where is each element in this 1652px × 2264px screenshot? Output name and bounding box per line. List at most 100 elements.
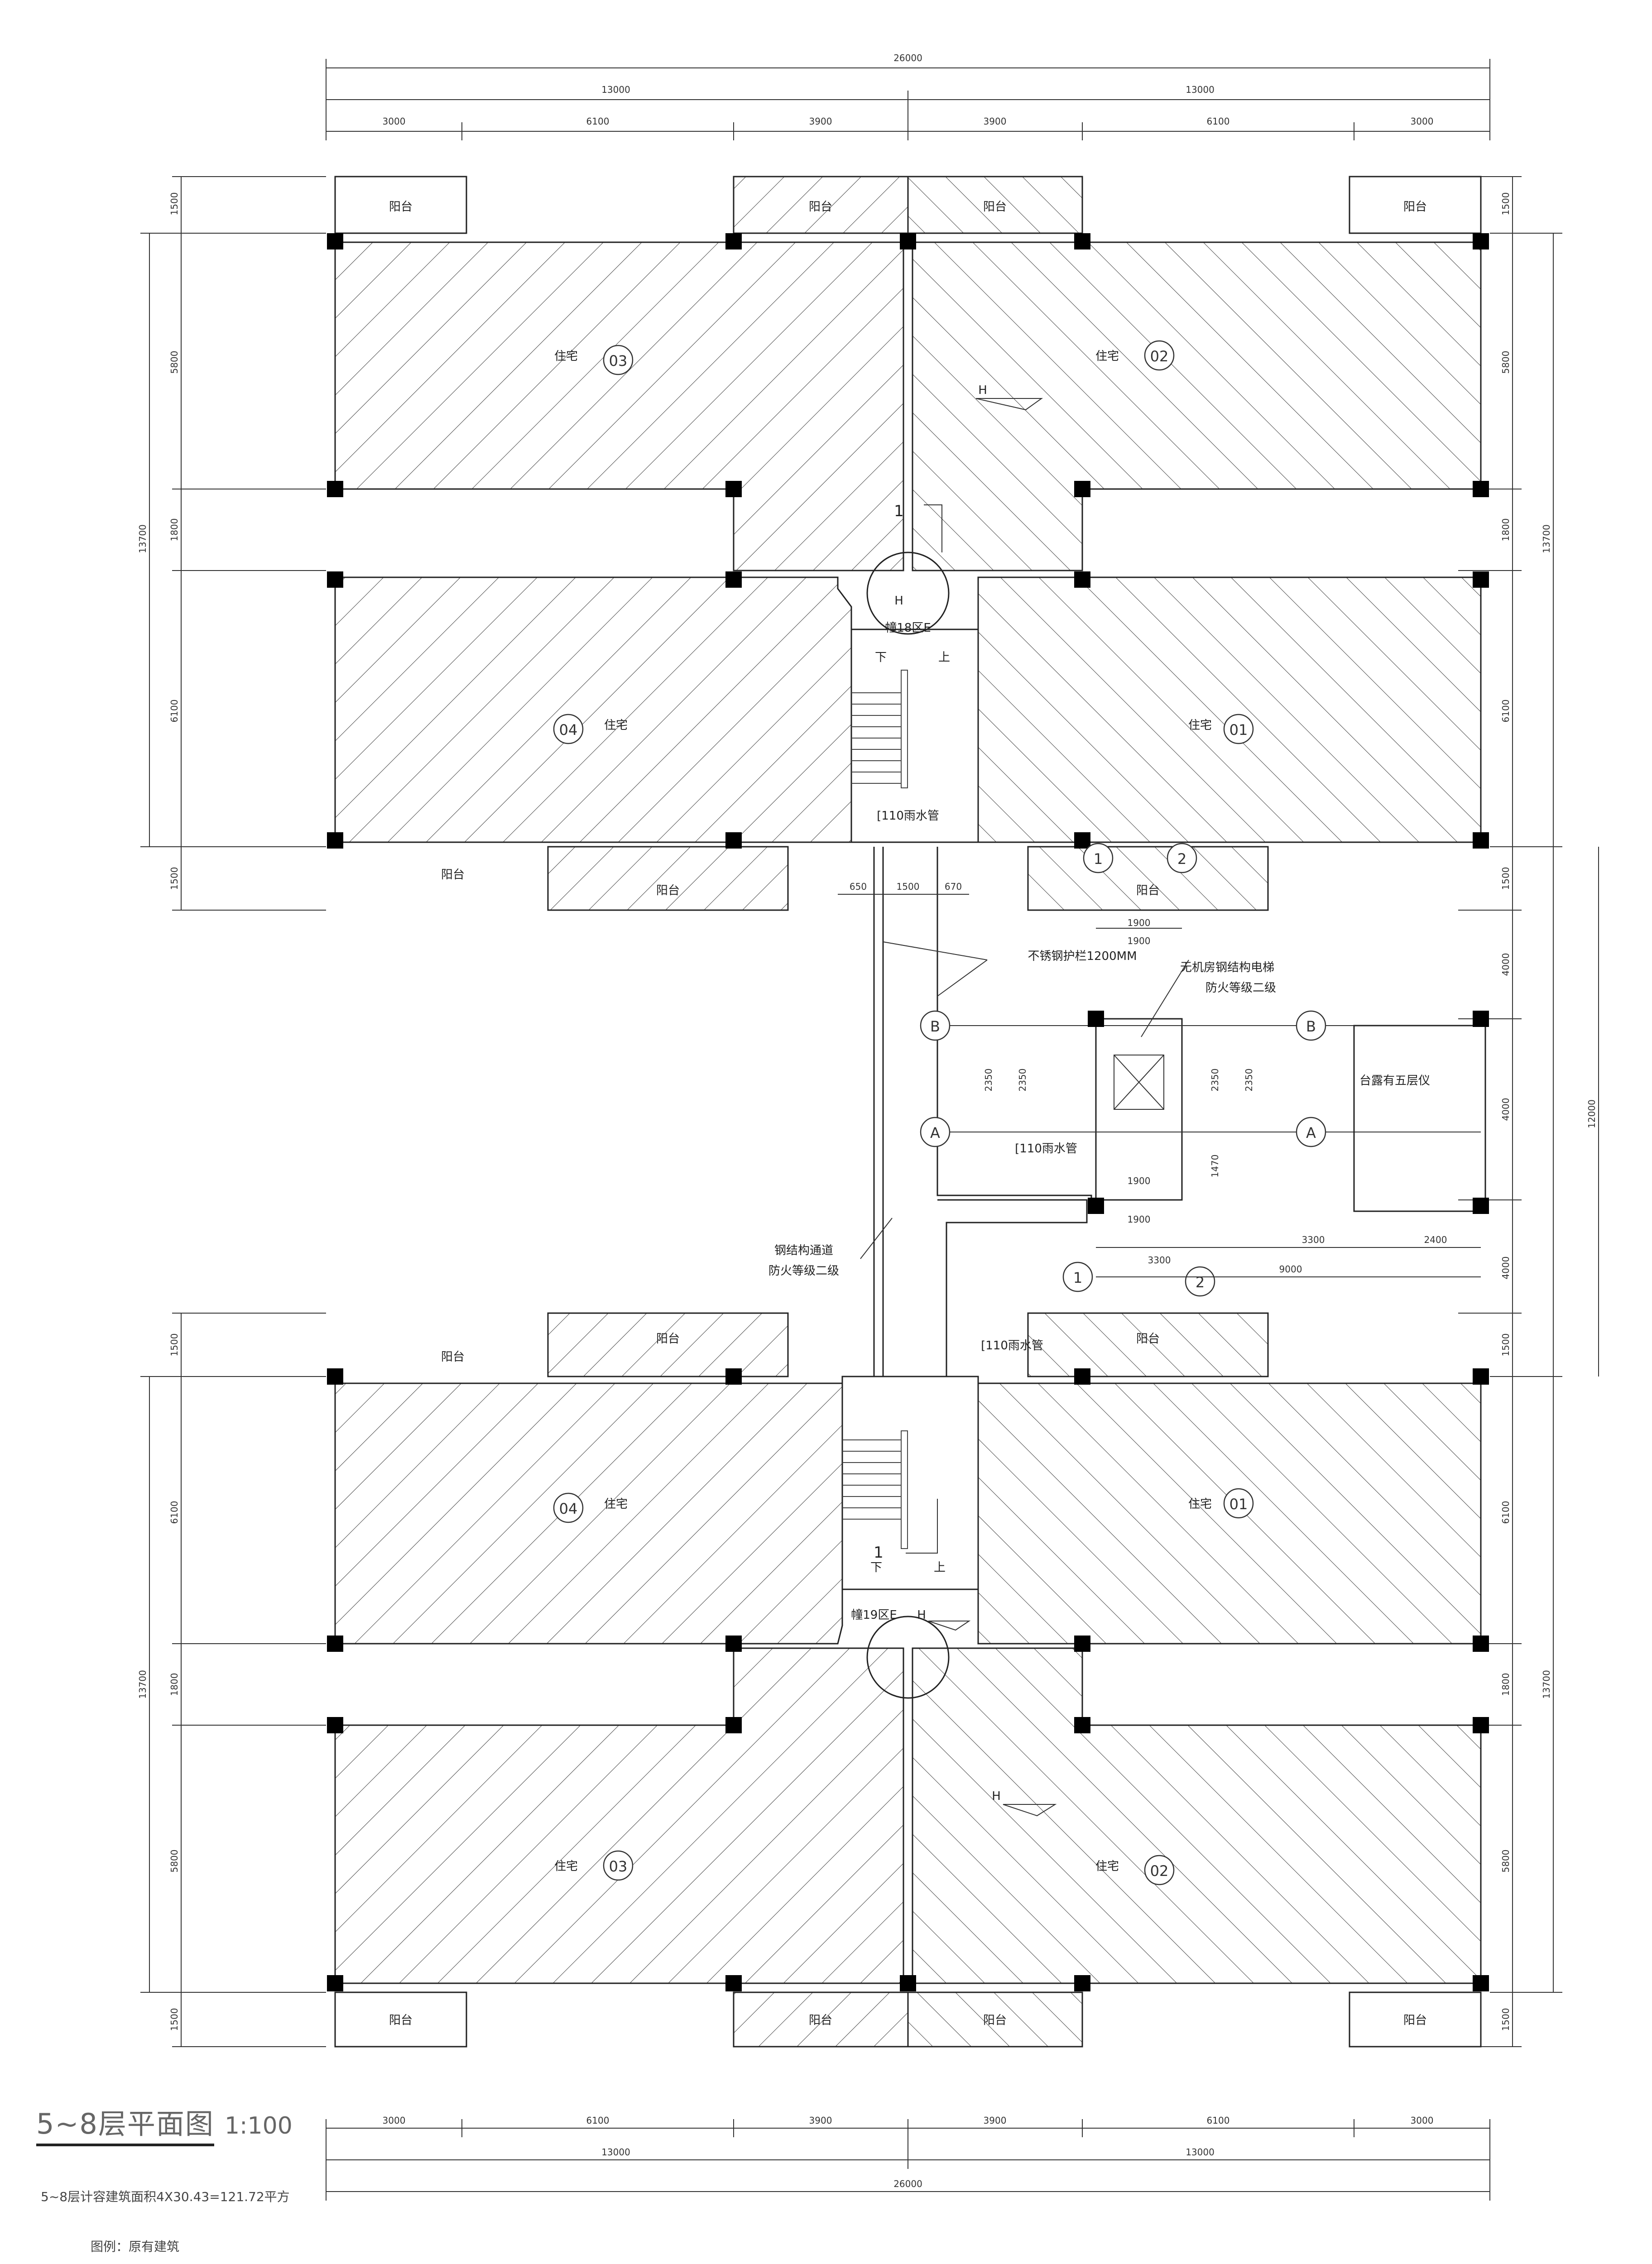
dim-bay-3: 3900	[809, 116, 832, 127]
balcony-bottom-left-b	[334, 1991, 467, 2048]
elev-dim-w4: 1900	[1128, 1214, 1151, 1225]
dim-right-2: 5800	[1500, 351, 1511, 374]
grid-1-top: 1	[1094, 850, 1103, 868]
dim-left-4: 6100	[169, 700, 180, 723]
dim-left-3: 1800	[169, 518, 180, 542]
top-building: 阳台 阳台 阳台 阳台 阳台 阳台 阳台 下 上 幢18区E	[327, 176, 1489, 911]
grid-A-left: A	[930, 1124, 940, 1142]
dim-right-10: 6100	[1500, 1501, 1511, 1524]
stair-core-top	[850, 628, 979, 843]
grid-B-left: B	[930, 1018, 940, 1035]
block-label-bottom: 幢19区E	[851, 1608, 897, 1622]
residence-label: 住宅	[1188, 719, 1212, 732]
unit-number-bubble	[553, 714, 584, 744]
level-mark: H	[894, 594, 903, 608]
unit-04-top	[334, 576, 852, 843]
unit-02-bottom	[912, 1647, 1482, 1984]
elev-dim-w3: 1900	[1128, 1175, 1151, 1186]
balcony-label: 阳台	[983, 200, 1007, 214]
dim-bay-1: 3000	[383, 116, 406, 127]
rain-pipe-label-mid: [110雨水管	[1015, 1142, 1077, 1156]
dim-right-total-top: 13700	[1541, 524, 1552, 553]
elev-dim-h1: 2350	[983, 1069, 994, 1092]
unit-03-bottom	[334, 1647, 904, 1984]
level-mark: H	[917, 1608, 926, 1622]
bridge-dim-2: 1500	[897, 881, 920, 892]
balcony-bottom-right-b	[1349, 1991, 1482, 2048]
balcony-bottom-right	[1027, 846, 1269, 911]
dim-bay-6: 3000	[1411, 116, 1434, 127]
dim-bay-b1: 3000	[383, 2115, 406, 2126]
residence-label: 住宅	[604, 719, 628, 732]
residence-label: 住宅	[1095, 350, 1119, 363]
grid-bubble-B-left	[920, 1010, 951, 1041]
terrace	[1353, 1025, 1486, 1212]
dim-right-8: 4000	[1500, 1257, 1511, 1280]
unit-number-bubble	[1223, 714, 1254, 744]
dim-left-b2: 6100	[169, 1501, 180, 1524]
unit-number-bubble	[603, 345, 634, 375]
dim-right-6: 4000	[1500, 953, 1511, 976]
dim-bay-4: 3900	[984, 116, 1007, 127]
entry-vestibule-top	[866, 552, 950, 635]
unit-number-03-b: 03	[609, 1858, 628, 1875]
unit-number-bubble	[553, 1492, 584, 1523]
elev-dim-w2: 1900	[1128, 935, 1151, 946]
dim-left-1: 1500	[169, 192, 180, 216]
elev-dim-h4: 2350	[1244, 1069, 1254, 1092]
level-mark: H	[992, 1789, 1001, 1803]
section-mark: 1	[874, 1544, 884, 1562]
elevator-note-2: 防火等级二级	[1205, 981, 1276, 995]
dim-right-5: 1500	[1500, 867, 1511, 890]
stair-up-label: 上	[938, 651, 950, 664]
dim-half-bottom-right: 13000	[1186, 2147, 1215, 2158]
dim-half-top-right: 13000	[1186, 84, 1215, 95]
unit-04-bottom	[334, 1382, 843, 1645]
balcony-top-left	[334, 176, 467, 234]
dim-bay-b4: 3900	[984, 2115, 1007, 2126]
grid-bubble-1-bottom	[1062, 1262, 1093, 1292]
dim-right-13: 1500	[1500, 2008, 1511, 2031]
balcony-bottom-left	[547, 846, 789, 911]
unit-02-top	[912, 241, 1482, 571]
dim-left-b-total: 13700	[137, 1670, 148, 1699]
grid-bubble-B-right	[1296, 1010, 1326, 1041]
terrace-label: 台露有五层仪	[1359, 1074, 1430, 1088]
balcony-bottom-center-right-b	[907, 1991, 1083, 2048]
grid-gap-3: 3300	[1148, 1255, 1171, 1266]
dim-bay-b6: 3000	[1411, 2115, 1434, 2126]
grid-bubble-2-bottom	[1185, 1266, 1215, 1297]
balcony-label: 阳台	[1136, 884, 1160, 897]
elev-dim-h3: 2350	[1210, 1069, 1220, 1092]
unit-number-04-b: 04	[559, 1500, 578, 1517]
stair-core-bottom	[841, 1376, 979, 1590]
dim-right-total-mid: 12000	[1586, 1099, 1597, 1128]
bridge-dim-3: 670	[945, 881, 962, 892]
balcony-label: 阳台	[1403, 200, 1427, 214]
grid-2-bottom: 2	[1196, 1274, 1205, 1291]
stair-treads-top	[851, 670, 908, 788]
corridor-note-2: 防火等级二级	[768, 1264, 839, 1278]
section-arrow	[924, 504, 942, 552]
grid-1-bottom: 1	[1073, 1269, 1082, 1286]
grid-bubble-2-top	[1167, 843, 1197, 873]
unit-number-03: 03	[609, 352, 628, 369]
dim-left-b3: 1800	[169, 1673, 180, 1696]
railing-note: 不锈钢护栏1200MM	[1028, 950, 1137, 963]
grid-bubble-A-left	[920, 1117, 951, 1147]
residence-label: 住宅	[554, 1860, 578, 1873]
dim-half-top-left: 13000	[601, 84, 630, 95]
balcony-bottom-center-left-b	[733, 1991, 909, 2048]
drawing-title-block: 5~8层平面图 1:100	[36, 2101, 293, 2146]
residence-label: 住宅	[554, 350, 578, 363]
dim-right-7: 4000	[1500, 1098, 1511, 1121]
residence-label: 住宅	[1095, 1860, 1119, 1873]
unit-number-bubble	[1144, 1855, 1175, 1885]
unit-number-02-b: 02	[1150, 1862, 1169, 1880]
elevator-shaft	[1095, 1018, 1183, 1201]
elev-dim-w1: 1900	[1128, 917, 1151, 928]
dim-bay-b2: 6100	[586, 2115, 610, 2126]
unit-01-top	[977, 576, 1482, 843]
section-mark: 1	[894, 502, 904, 520]
